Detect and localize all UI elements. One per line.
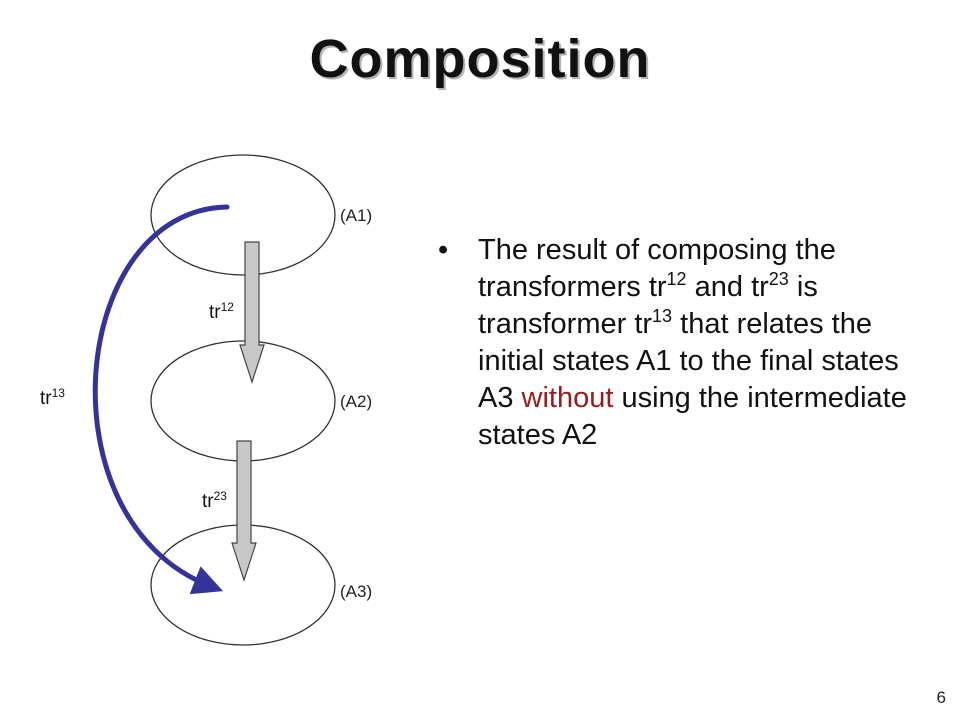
symbol-tr23: tr23 [751,269,789,303]
bullet-text: The result of composing the transformers… [478,232,938,454]
state-label-a1: (A1) [340,206,372,225]
symbol-tr12: tr12 [648,269,687,303]
state-label-a3: (A3) [340,582,372,601]
curve-arrow-tr13 [92,204,230,595]
state-ellipse-a1 [150,154,336,276]
label-tr12-sup: 12 [221,300,235,314]
symbol-tr23-sup: 23 [768,269,789,289]
symbol-tr13: tr13 [634,306,673,340]
label-tr13: tr13 [40,386,65,409]
arrow-tr23 [231,440,257,582]
symbol-tr23-base: tr [751,271,769,303]
state-label-a2: (A2) [340,392,372,411]
arrow-tr12 [239,241,265,384]
label-tr23-sup: 23 [214,489,228,503]
bullet-marker: • [438,234,449,266]
bullet-text-part-4: that relates the initial states A1 to th… [478,308,899,414]
slide-title: Composition [309,29,651,89]
bullet-text-part-2: and [686,271,752,303]
label-tr23-base: tr [202,491,214,512]
bullet-text-part-5: using the intermediate states A2 [478,382,907,451]
symbol-tr13-sup: 13 [652,306,673,326]
label-tr23: tr23 [202,489,227,512]
symbol-tr12-base: tr [648,271,667,303]
label-tr13-sup: 13 [52,386,66,400]
bullet-text-part-3: is transformer [478,271,818,340]
bullet-text-part-1: The result of composing the transformers [478,234,836,303]
symbol-tr13-base: tr [634,308,653,340]
symbol-tr12-sup: 12 [666,269,687,289]
label-tr13-base: tr [40,388,52,409]
label-tr12: tr12 [209,300,234,323]
page-number: 6 [936,688,946,707]
highlight-without: without [521,382,614,414]
label-tr12-base: tr [209,302,221,323]
